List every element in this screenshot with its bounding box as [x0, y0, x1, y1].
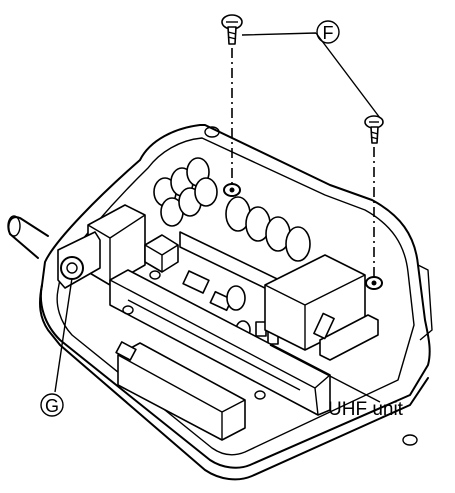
pcb-components [87, 157, 379, 361]
leader-g [54, 277, 73, 393]
screw-f-right [364, 115, 384, 144]
housing-hole-bottom-right [402, 434, 418, 446]
screw-hole-left [223, 183, 241, 197]
coil-array [153, 157, 218, 227]
label-f: F [316, 20, 340, 44]
leader-f [241, 32, 381, 119]
svg-text:F: F [323, 23, 334, 43]
screw-hole-right [365, 276, 383, 290]
label-g: G [40, 393, 64, 417]
housing-hole-top [204, 126, 220, 138]
antenna-stub [7, 215, 49, 259]
connector-g [57, 231, 101, 289]
uhf-unit-board [109, 269, 331, 441]
svg-text:G: G [45, 396, 59, 416]
capacitor-bank [225, 196, 311, 262]
label-uhf-unit: UHF unit [328, 399, 404, 420]
leader-uhf [269, 344, 381, 403]
screw-f-left [221, 14, 243, 45]
